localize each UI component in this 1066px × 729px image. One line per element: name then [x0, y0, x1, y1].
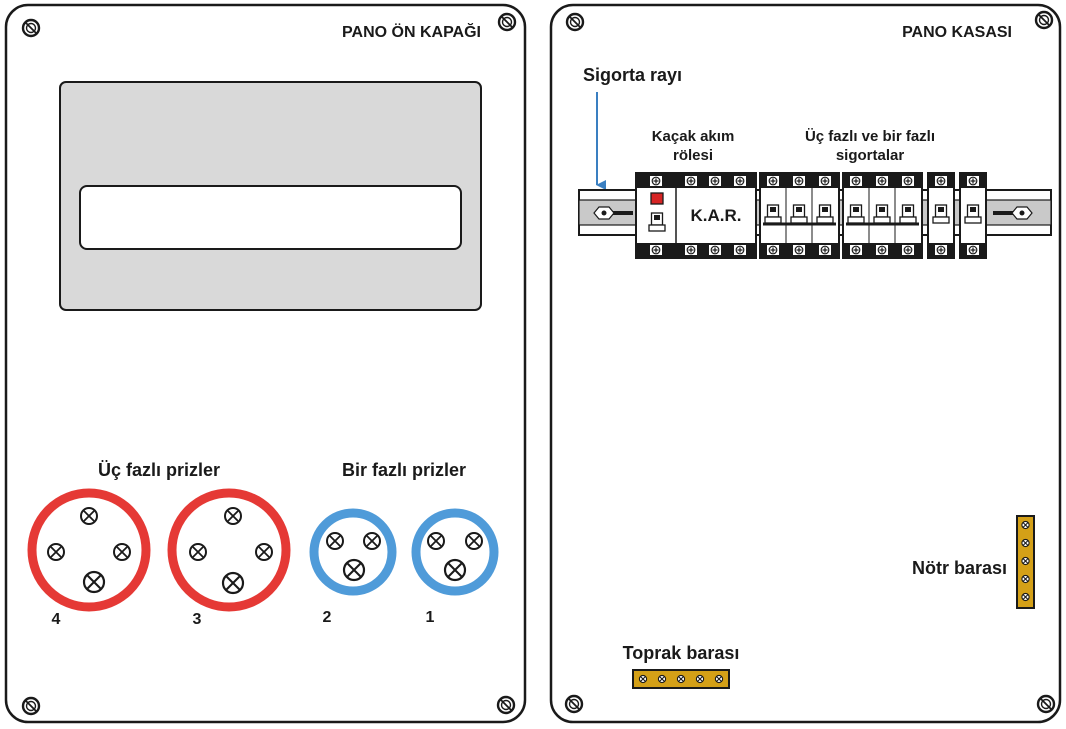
socket-pin-icon [255, 543, 273, 561]
socket-number-1: 1 [426, 609, 435, 626]
socket-pin-icon [465, 532, 483, 550]
fuses-label-line1: Üç fazlı ve bir fazlı [805, 128, 935, 145]
breaker-toggle-icon [790, 204, 808, 224]
ground-bar-label: Toprak barası [623, 643, 740, 663]
neutral-busbar [1016, 515, 1035, 609]
enclosure-title: PANO KASASI [902, 24, 1012, 41]
ground-busbar [632, 669, 730, 689]
fuses-label-line2: sigortalar [836, 147, 905, 164]
screw-icon [564, 694, 584, 714]
socket-pin-icon [113, 543, 131, 561]
breaker-toggle-icon [764, 204, 782, 224]
socket-number-4: 4 [52, 611, 61, 628]
socket-pin-icon [80, 507, 98, 525]
breaker-toggle-icon [648, 212, 666, 232]
screw-icon [497, 12, 517, 32]
three-phase-breaker-1 [759, 172, 840, 259]
screw-icon [565, 12, 585, 32]
socket-number-3: 3 [193, 611, 202, 628]
socket-ring [27, 488, 151, 612]
socket-pin-icon [342, 558, 366, 582]
breaker-cutout [79, 185, 462, 250]
screw-icon [1036, 694, 1056, 714]
socket-number-2: 2 [323, 609, 332, 626]
breaker-toggle-icon [816, 204, 834, 224]
socket-pin-icon [224, 507, 242, 525]
socket-pin-icon [363, 532, 381, 550]
breaker-toggle-icon [847, 204, 865, 224]
socket-pin-icon [326, 532, 344, 550]
three-phase-breaker-2 [842, 172, 923, 259]
three-phase-socket-3 [167, 488, 291, 612]
socket-pin-icon [443, 558, 467, 582]
enclosure-panel: PANO KASASI Sigorta rayı Kaçak akım röle… [549, 3, 1062, 724]
rail-label: Sigorta rayı [583, 65, 682, 85]
single-phase-socket-2 [309, 508, 397, 596]
front-cover-panel: PANO ÖN KAPAĞI Üç fazlı prizler Bir fazl… [4, 3, 527, 724]
socket-pin-icon [82, 570, 106, 594]
socket-pin-icon [427, 532, 445, 550]
breaker-toggle-icon [873, 204, 891, 224]
residual-current-device: K.A.R. [635, 172, 757, 259]
single-phase-sockets-label: Bir fazlı prizler [342, 460, 466, 480]
single-phase-breaker-1 [927, 172, 955, 259]
single-phase-breaker-2 [959, 172, 987, 259]
screw-icon [21, 696, 41, 716]
front-cover-title: PANO ÖN KAPAĞI [342, 22, 481, 41]
rcd-label-line2: rölesi [673, 147, 713, 164]
rcd-label-line1: Kaçak akım [652, 128, 735, 145]
screw-icon [1034, 10, 1054, 30]
single-phase-socket-1 [411, 508, 499, 596]
enclosure-outline [549, 3, 1062, 724]
rcd-marking: K.A.R. [691, 206, 742, 225]
neutral-bar-label: Nötr barası [912, 558, 1007, 578]
socket-pin-icon [47, 543, 65, 561]
socket-pin-icon [189, 543, 207, 561]
screw-icon [496, 695, 516, 715]
three-phase-socket-4 [27, 488, 151, 612]
socket-ring [167, 488, 291, 612]
breaker-toggle-icon [964, 204, 982, 224]
three-phase-sockets-label: Üç fazlı prizler [98, 460, 220, 480]
breaker-toggle-icon [932, 204, 950, 224]
socket-pin-icon [221, 571, 245, 595]
rcd-test-button-icon [650, 192, 664, 205]
breaker-toggle-icon [899, 204, 917, 224]
screw-icon [21, 18, 41, 38]
